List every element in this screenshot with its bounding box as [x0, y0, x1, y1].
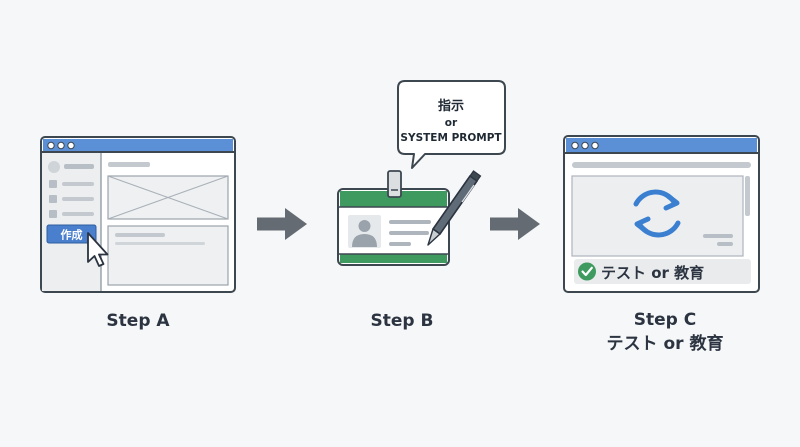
- speech-bubble: 指示 or SYSTEM PROMPT: [397, 80, 506, 169]
- result-banner: テスト or 教育: [574, 259, 751, 284]
- window-controls: [571, 141, 599, 150]
- create-button[interactable]: 作成: [46, 224, 97, 244]
- content-card: [107, 225, 229, 286]
- step-c-label: Step C: [633, 310, 697, 330]
- id-badge-icon: [337, 170, 450, 266]
- window-controls: [47, 141, 75, 150]
- scrollbar[interactable]: [745, 176, 750, 216]
- bubble-line-1: 指示: [438, 98, 464, 114]
- pen-icon: [427, 170, 482, 246]
- check-circle-icon: [578, 262, 596, 281]
- step-a-window: [40, 136, 236, 293]
- step-c-sublabel: テスト or 教育: [606, 334, 724, 354]
- bubble-line-3: SYSTEM PROMPT: [400, 132, 502, 144]
- sidebar-items: [48, 161, 94, 218]
- image-placeholder: [107, 175, 229, 220]
- step-a-label: Step A: [106, 311, 170, 331]
- arrow-right-icon: [257, 208, 307, 240]
- cursor-icon: [87, 232, 109, 267]
- arrow-right-icon: [490, 208, 540, 240]
- result-text: テスト or 教育: [601, 264, 704, 282]
- step-b-label: Step B: [370, 311, 434, 331]
- step-c-label-group: Step C テスト or 教育: [590, 308, 740, 356]
- bubble-line-2: or: [445, 117, 458, 129]
- create-button-label: 作成: [61, 228, 83, 242]
- refresh-icon: [633, 189, 681, 238]
- step-c-window: [563, 135, 760, 293]
